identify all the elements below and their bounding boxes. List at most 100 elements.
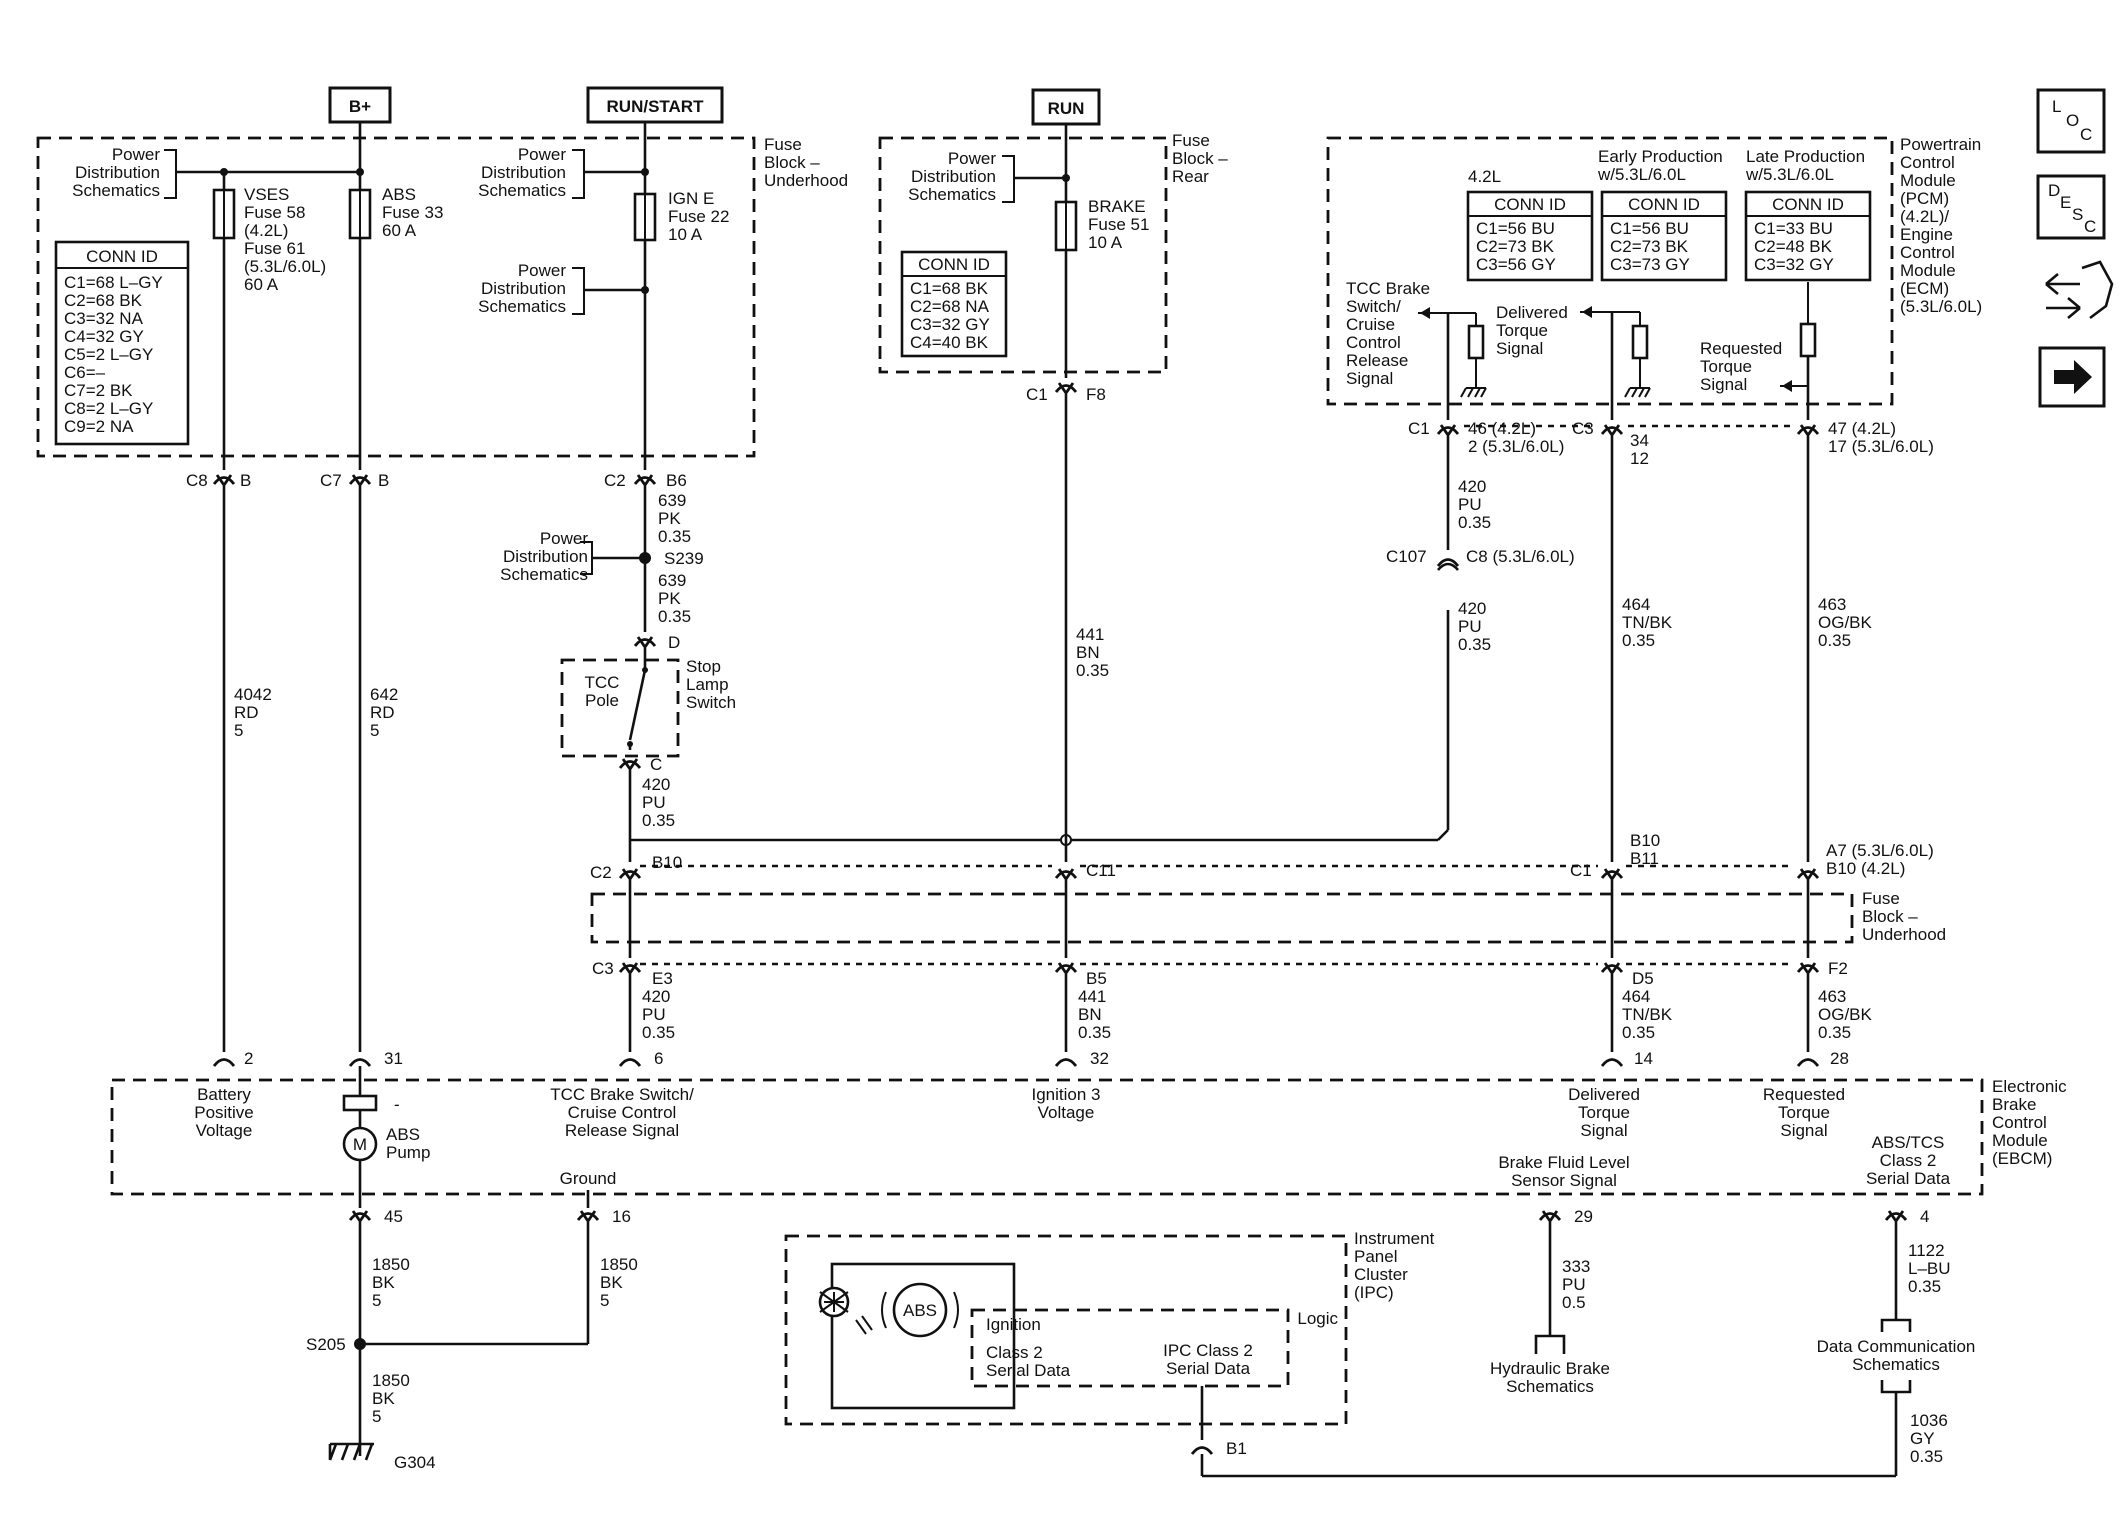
wire-1036-label: 1036 GY 0.35	[1910, 1411, 1948, 1466]
diagram-label: Class 2	[1880, 1151, 1937, 1170]
diagram-label: Schematics	[1852, 1355, 1940, 1374]
data-communication-schematics-ref[interactable]: Data Communication Schematics	[1817, 1337, 1976, 1374]
diagram-label: C1=33 BU	[1754, 219, 1833, 238]
diagram-label: ABS	[382, 185, 416, 204]
diagram-label: C4=32 GY	[64, 327, 144, 346]
ebcm-abs-tcs-label: ABS/TCS Class 2 Serial Data	[1866, 1133, 1951, 1188]
diagram-label: BRAKE	[1088, 197, 1146, 216]
wire-420-c-label: 420 PU 0.35	[1458, 599, 1491, 654]
diagram-label: Cluster	[1354, 1265, 1408, 1284]
ebcm-outline	[110, 1078, 1984, 1196]
diagram-label: Torque	[1700, 357, 1752, 376]
diagram-label: Early Production	[1598, 147, 1723, 166]
connector-swap-icon[interactable]	[2045, 260, 2114, 320]
diagram-label: Schematics	[908, 185, 996, 204]
diagram-label: C2	[590, 863, 612, 882]
diagram-label: Schematics	[478, 181, 566, 200]
diagram-label: L–BU	[1908, 1259, 1951, 1278]
diagram-label: Ground	[560, 1169, 617, 1188]
diagram-label: 0.35	[1910, 1447, 1943, 1466]
desc-button[interactable]: D E S C	[2036, 174, 2106, 240]
run-label: RUN	[1031, 88, 1101, 126]
diagram-label: C3=32 GY	[1754, 255, 1834, 274]
diagram-label: Module	[1900, 171, 1956, 190]
diagram-label: 32	[1090, 1049, 1109, 1068]
wire-464-b-label: 464 TN/BK 0.35	[1622, 987, 1673, 1042]
diagram-label: Powertrain	[1900, 135, 1981, 154]
diagram-label: 2	[244, 1049, 253, 1068]
diagram-label: C	[2084, 217, 2096, 236]
diagram-label: 0.35	[1078, 1023, 1111, 1042]
diagram-label: Power	[948, 149, 997, 168]
diagram-label: L	[2052, 97, 2061, 116]
diagram-label: VSES	[244, 185, 289, 204]
diagram-label: B11	[1630, 849, 1659, 868]
diagram-label: 1850	[600, 1255, 638, 1274]
diagram-label: C107	[1386, 547, 1427, 566]
diagram-label: 2 (5.3L/6.0L)	[1468, 437, 1564, 456]
diagram-label: C5=2 L–GY	[64, 345, 153, 364]
bplus-label: B+	[328, 86, 392, 124]
diagram-label: G304	[394, 1453, 436, 1472]
diagram-label: Requested	[1700, 339, 1782, 358]
diagram-label: 6	[654, 1049, 663, 1068]
wire-463-b-label: 463 OG/BK 0.35	[1818, 987, 1873, 1042]
pcm-conn-table-early: CONN ID C1=56 BU C2=73 BK C3=73 GY	[1600, 190, 1728, 282]
diagram-label: OG/BK	[1818, 613, 1873, 632]
diagram-label: Switch	[686, 693, 736, 712]
diagram-label: 420	[1458, 599, 1486, 618]
diagram-label: GY	[1910, 1429, 1935, 1448]
diagram-label: BN	[1076, 643, 1100, 662]
diagram-label: Block –	[1862, 907, 1918, 926]
diagram-label: 0.5	[1562, 1293, 1586, 1312]
abs-pump-label: ABS Pump	[386, 1125, 430, 1162]
diagram-label: ABS	[903, 1301, 937, 1320]
diagram-label: B+	[349, 97, 371, 116]
diagram-label: (5.3L/6.0L)	[244, 257, 326, 276]
diagram-label: C3=73 GY	[1610, 255, 1690, 274]
hydraulic-brake-schematics-ref[interactable]: Hydraulic Brake Schematics	[1490, 1359, 1610, 1396]
power-distribution-ref-run-1: Power Distribution Schematics	[478, 145, 585, 200]
diagram-label: 1122	[1908, 1241, 1945, 1260]
diagram-label: C1=68 L–GY	[64, 273, 163, 292]
diagram-label: C3	[1572, 419, 1594, 438]
diagram-label: (5.3L/6.0L)	[1900, 297, 1982, 316]
diagram-label: w/5.3L/6.0L	[1745, 165, 1834, 184]
diagram-label: 0.35	[1818, 631, 1851, 650]
diagram-label: Battery	[197, 1085, 251, 1104]
diagram-label: 0.35	[1076, 661, 1109, 680]
diagram-label: F2	[1828, 959, 1848, 978]
loc-button[interactable]: L O C	[2036, 88, 2106, 154]
diagram-label: Voltage	[1038, 1103, 1095, 1122]
diagram-label: Delivered	[1568, 1085, 1640, 1104]
diagram-label: ABS/TCS	[1872, 1133, 1945, 1152]
diagram-label: Fuse 61	[244, 239, 305, 258]
diagram-label: C2=48 BK	[1754, 237, 1833, 256]
diagram-label: 0.35	[658, 607, 691, 626]
diagram-label: Schematics	[1506, 1377, 1594, 1396]
wire-1850-b-label: 1850 BK 5	[600, 1255, 638, 1310]
diagram-label: TCC	[585, 673, 620, 692]
diagram-label: Electronic	[1992, 1077, 2067, 1096]
diagram-label: 464	[1622, 595, 1650, 614]
diagram-label: PU	[642, 1005, 666, 1024]
diagram-label: 14	[1634, 1049, 1653, 1068]
diagram-label: 0.35	[1622, 1023, 1655, 1042]
diagram-label: 17 (5.3L/6.0L)	[1828, 437, 1934, 456]
diagram-label: B1	[1226, 1439, 1247, 1458]
ipc-outline	[784, 1234, 1348, 1426]
wire-441-a-label: 441 BN 0.35	[1076, 625, 1109, 680]
diagram-label: 12	[1630, 449, 1649, 468]
diagram-label: Requested	[1763, 1085, 1845, 1104]
next-page-arrow-icon[interactable]	[2038, 346, 2106, 408]
wire-333-label: 333 PU 0.5	[1562, 1257, 1590, 1312]
diagram-label: Schematics	[478, 297, 566, 316]
diagram-label: BK	[372, 1389, 395, 1408]
diagram-label: 0.35	[642, 1023, 675, 1042]
fuse-block-rear-outline	[878, 136, 1168, 374]
diagram-label: Brake Fluid Level	[1498, 1153, 1629, 1172]
pcm-ecm-label: Powertrain Control Module (PCM) (4.2L)/ …	[1900, 135, 1982, 316]
diagram-label: 639	[658, 571, 686, 590]
diagram-label: Control	[1346, 333, 1401, 352]
